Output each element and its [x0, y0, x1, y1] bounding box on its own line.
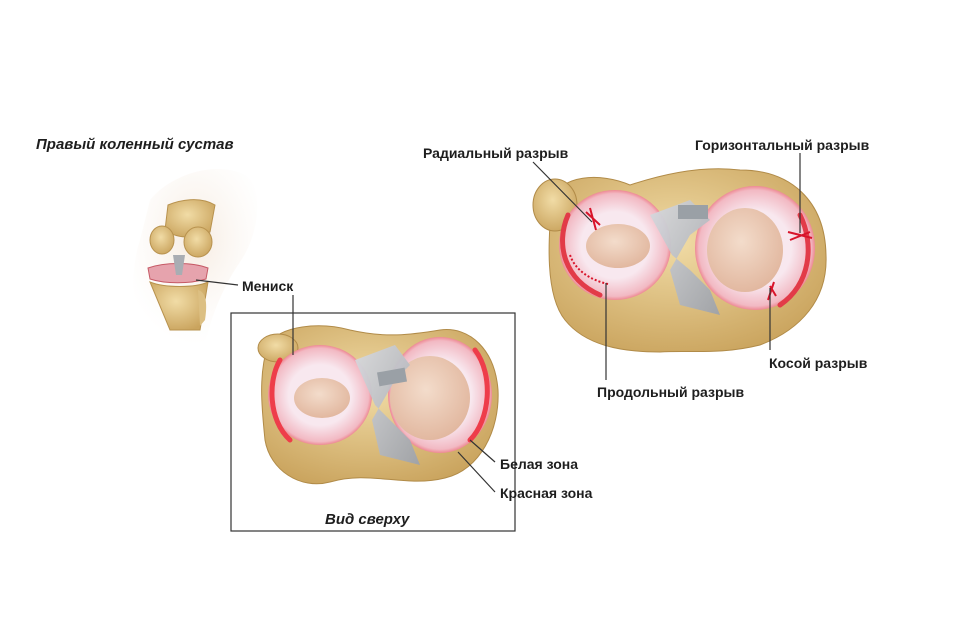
tear-marks: [569, 207, 813, 301]
top-view-frame: [230, 312, 516, 532]
top-view-caption: Вид сверху: [325, 511, 410, 528]
cruciate-ligaments: [355, 345, 420, 465]
horizontal-tear-label: Горизонтальный разрыв: [695, 137, 870, 153]
longitudinal-tear-label: Продольный разрыв: [597, 384, 745, 400]
white-zone-label: Белая зона: [500, 456, 578, 472]
oblique-tear-label: Косой разрыв: [769, 355, 868, 371]
diagram-title: Правый коленный сустав: [36, 136, 234, 153]
top-view-figure: [257, 325, 499, 485]
tear-types-figure: [532, 168, 827, 353]
meniscus-label: Мениск: [242, 278, 294, 294]
red-zone-label: Красная зона: [500, 485, 593, 501]
knee-joint-figure: [133, 169, 258, 345]
leader-lines: [195, 153, 801, 493]
radial-tear-label: Радиальный разрыв: [423, 145, 569, 161]
